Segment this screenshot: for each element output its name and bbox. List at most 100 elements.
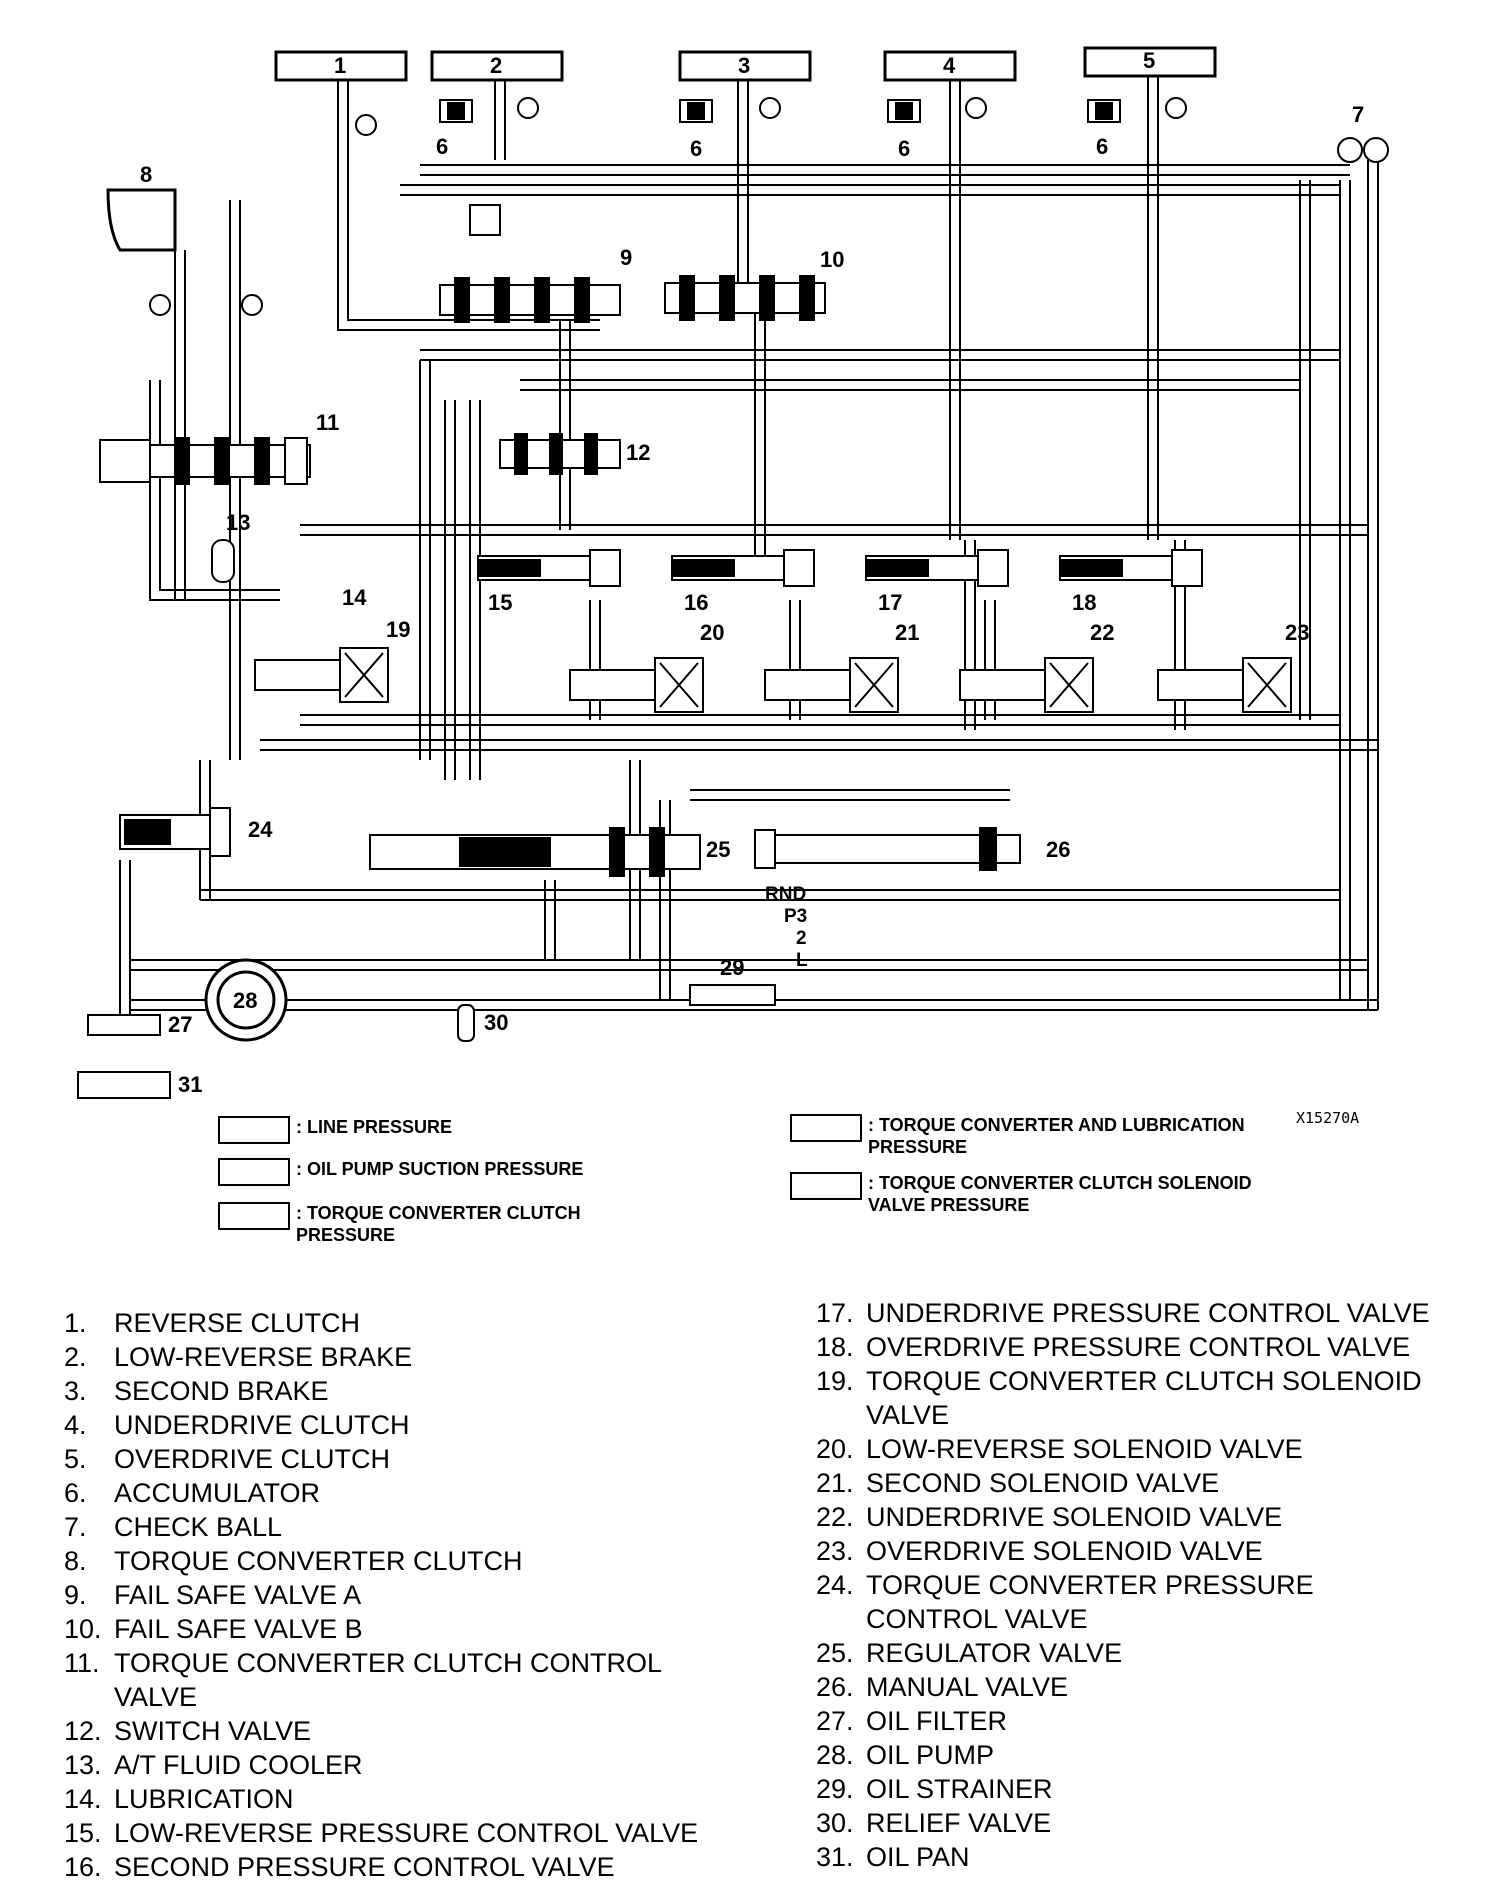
callout-8: 8 bbox=[140, 162, 152, 187]
part-item: 17. UNDERDRIVE PRESSURE CONTROL VALVE bbox=[816, 1296, 1476, 1330]
callout-26: 26 bbox=[1046, 837, 1070, 862]
oil-filter-and-pan bbox=[77, 1014, 171, 1099]
legend-item-tcc-solenoid: : TORQUE CONVERTER CLUTCH SOLENOID VALVE… bbox=[790, 1172, 1298, 1216]
part-item: 5.OVERDRIVE CLUTCH bbox=[64, 1442, 744, 1476]
parts-list-right: 17. UNDERDRIVE PRESSURE CONTROL VALVE 18.… bbox=[816, 1296, 1476, 1874]
part-number: 26. bbox=[816, 1672, 854, 1702]
part-item: 26. MANUAL VALVE bbox=[816, 1670, 1476, 1704]
legend-item-tcc-pressure: : TORQUE CONVERTER CLUTCH PRESSURE bbox=[218, 1202, 596, 1246]
part-item: 31.OIL PAN bbox=[816, 1840, 1476, 1874]
part-item: 18. OVERDRIVE PRESSURE CONTROL VALVE bbox=[816, 1330, 1476, 1364]
part-name: OVERDRIVE CLUTCH bbox=[114, 1444, 391, 1474]
part-number: 4. bbox=[64, 1410, 87, 1440]
part-number: 17. bbox=[816, 1298, 854, 1328]
box-1-reverse-clutch bbox=[274, 50, 408, 82]
part-item: 2.LOW-REVERSE BRAKE bbox=[64, 1340, 744, 1374]
part-number: 28. bbox=[816, 1740, 854, 1770]
part-name: MANUAL VALVE bbox=[866, 1672, 1069, 1702]
regulator-valve bbox=[369, 827, 701, 877]
figure-reference-code: X15270A bbox=[1296, 1109, 1359, 1127]
part-name: OIL PUMP bbox=[866, 1740, 995, 1770]
part-item: 15. LOW-REVERSE PRESSURE CONTROL VALVE bbox=[64, 1816, 744, 1850]
part-name: SECOND SOLENOID VALVE bbox=[866, 1468, 1220, 1498]
part-item: 14. LUBRICATION bbox=[64, 1782, 744, 1816]
legend-swatch bbox=[218, 1202, 290, 1230]
part-item: 29.OIL STRAINER bbox=[816, 1772, 1476, 1806]
part-item: 1.REVERSE CLUTCH bbox=[64, 1306, 744, 1340]
callout-21: 21 bbox=[895, 620, 919, 645]
part-number: 9. bbox=[64, 1580, 87, 1610]
part-name: CHECK BALL bbox=[114, 1512, 283, 1542]
legend-swatch bbox=[218, 1158, 290, 1186]
legend-label: : TORQUE CONVERTER CLUTCH PRESSURE bbox=[296, 1203, 581, 1245]
part-item: 28. OIL PUMP bbox=[816, 1738, 1476, 1772]
tcc-control-valve bbox=[99, 437, 311, 485]
callout-6-a: 6 bbox=[436, 134, 448, 159]
part-number: 3. bbox=[64, 1376, 87, 1406]
part-name: UNDERDRIVE SOLENOID VALVE bbox=[866, 1502, 1283, 1532]
part-name: LOW-REVERSE SOLENOID VALVE bbox=[866, 1434, 1303, 1464]
part-number: 1. bbox=[64, 1308, 87, 1338]
pressure-control-valves bbox=[477, 549, 1203, 587]
callout-17: 17 bbox=[878, 590, 902, 615]
part-name: FAIL SAFE VALVE B bbox=[114, 1614, 363, 1644]
part-name: LOW-REVERSE PRESSURE CONTROL VALVE bbox=[114, 1818, 699, 1848]
box-label-5: 5 bbox=[1143, 48, 1155, 73]
part-name: SWITCH VALVE bbox=[114, 1716, 312, 1746]
legend-item-tc-lubrication: : TORQUE CONVERTER AND LUBRICATION PRESS… bbox=[790, 1114, 1288, 1158]
part-name: ACCUMULATOR bbox=[114, 1478, 321, 1508]
part-item: 13.A/T FLUID COOLER bbox=[64, 1748, 744, 1782]
part-name: UNDERDRIVE CLUTCH bbox=[114, 1410, 410, 1440]
part-item: 6. ACCUMULATOR bbox=[64, 1476, 744, 1510]
part-item: 23.OVERDRIVE SOLENOID VALVE bbox=[816, 1534, 1476, 1568]
legend-swatch bbox=[790, 1114, 862, 1142]
callout-6-b: 6 bbox=[690, 136, 702, 161]
callout-19: 19 bbox=[386, 617, 410, 642]
switch-valve bbox=[499, 433, 621, 475]
part-name: TORQUE CONVERTER PRESSURE CONTROL VALVE bbox=[866, 1570, 1314, 1634]
callout-15: 15 bbox=[488, 590, 512, 615]
fail-safe-valve-b bbox=[664, 275, 826, 321]
part-name: OIL FILTER bbox=[866, 1706, 1008, 1736]
part-item: 20.LOW-REVERSE SOLENOID VALVE bbox=[816, 1432, 1476, 1466]
legend-label: : TORQUE CONVERTER CLUTCH SOLENOID VALVE… bbox=[868, 1173, 1252, 1215]
part-name: FAIL SAFE VALVE A bbox=[114, 1580, 362, 1610]
part-item: 4. UNDERDRIVE CLUTCH bbox=[64, 1408, 744, 1442]
part-item: 10. FAIL SAFE VALVE B bbox=[64, 1612, 744, 1646]
part-item: 16.SECOND PRESSURE CONTROL VALVE bbox=[64, 1850, 744, 1884]
part-name: LUBRICATION bbox=[114, 1784, 294, 1814]
manual-position-2: 2 bbox=[796, 928, 807, 949]
callout-10: 10 bbox=[820, 247, 844, 272]
part-name: TORQUE CONVERTER CLUTCH bbox=[114, 1546, 523, 1576]
part-number: 11. bbox=[64, 1648, 100, 1678]
part-name: OVERDRIVE PRESSURE CONTROL VALVE bbox=[866, 1332, 1411, 1362]
part-number: 31. bbox=[816, 1842, 854, 1872]
part-number: 30. bbox=[816, 1808, 854, 1838]
fail-safe-valve-a bbox=[439, 204, 621, 323]
legend-item-oil-pump-suction: : OIL PUMP SUCTION PRESSURE bbox=[218, 1158, 626, 1186]
box-label-2: 2 bbox=[490, 53, 502, 78]
part-number: 14. bbox=[64, 1784, 102, 1814]
relief-valve bbox=[457, 1004, 475, 1042]
part-item: 25.REGULATOR VALVE bbox=[816, 1636, 1476, 1670]
part-number: 18. bbox=[816, 1332, 854, 1362]
pressure-taps bbox=[149, 97, 1187, 316]
callout-11: 11 bbox=[316, 410, 339, 435]
oil-strainer bbox=[689, 984, 776, 1006]
part-number: 10. bbox=[64, 1614, 102, 1644]
callout-6-d: 6 bbox=[1096, 134, 1108, 159]
part-number: 13. bbox=[64, 1750, 102, 1780]
legend-item-line-pressure: : LINE PRESSURE bbox=[218, 1116, 626, 1144]
part-number: 12. bbox=[64, 1716, 102, 1746]
callout-29: 29 bbox=[720, 955, 744, 980]
part-number: 21. bbox=[816, 1468, 854, 1498]
part-number: 15. bbox=[64, 1818, 102, 1848]
legend-label: : LINE PRESSURE bbox=[296, 1117, 453, 1137]
callout-22: 22 bbox=[1090, 620, 1114, 645]
part-name: UNDERDRIVE PRESSURE CONTROL VALVE bbox=[866, 1298, 1430, 1328]
part-name: SECOND PRESSURE CONTROL VALVE bbox=[114, 1852, 615, 1882]
legend-swatch bbox=[218, 1116, 290, 1144]
part-name: OVERDRIVE SOLENOID VALVE bbox=[866, 1536, 1263, 1566]
part-item: 11.TORQUE CONVERTER CLUTCH CONTROL VALVE bbox=[64, 1646, 744, 1714]
part-number: 6. bbox=[64, 1478, 87, 1508]
